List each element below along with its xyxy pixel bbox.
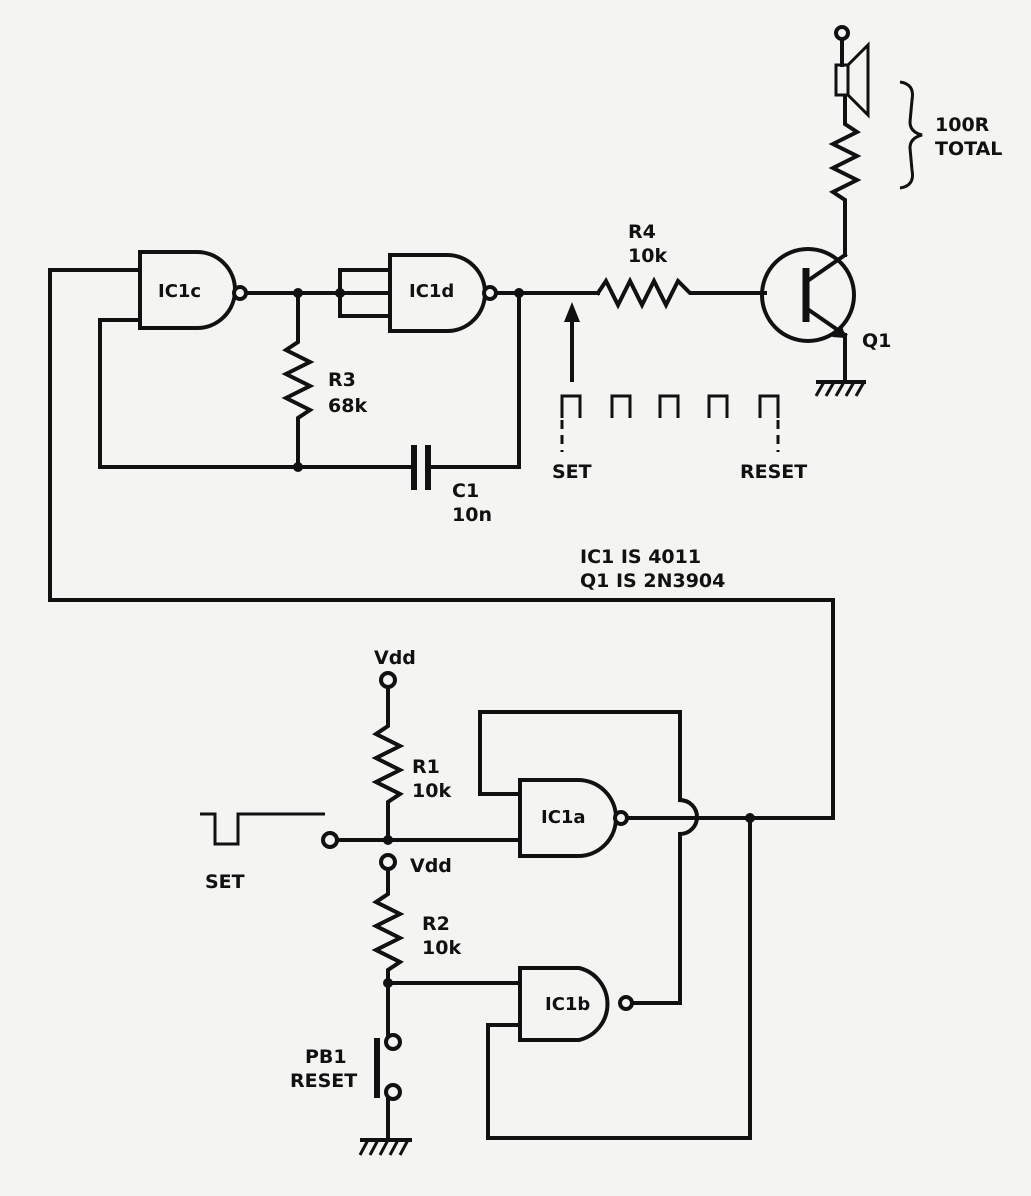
label-r3: R3 (328, 369, 356, 391)
label-vdd-mid: Vdd (410, 855, 452, 877)
wire-ic1d-c1 (430, 291, 521, 469)
label-r2: R2 (422, 913, 450, 935)
gate-ic1b (518, 966, 610, 1042)
emitter-arrow-icon (832, 326, 846, 338)
wire-ic1c-input-c1 (98, 318, 412, 469)
arrow-head-icon (564, 302, 580, 322)
set-terminal[interactable] (321, 831, 339, 849)
label-vdd-top: Vdd (374, 647, 416, 669)
ground-icon (814, 380, 866, 397)
label-total: TOTAL (935, 138, 1002, 160)
vdd-terminal-top (379, 671, 397, 689)
transistor-q1 (760, 247, 856, 343)
wire-feedback-loop (48, 268, 835, 820)
value-r2: 10k (422, 937, 461, 959)
label-ic1a: IC1a (541, 807, 586, 828)
wire-output-ic1b (486, 816, 752, 1140)
set-pulse-waveform (200, 812, 325, 846)
value-r1: 10k (412, 780, 451, 802)
transistor-collector (803, 252, 848, 285)
label-c1: C1 (452, 480, 479, 502)
wire-ic1a-feedback (478, 710, 682, 802)
speaker-cone-icon (846, 41, 870, 119)
label-set-input: SET (205, 871, 245, 893)
vdd-terminal-mid (379, 853, 397, 871)
resistor-r2 (371, 867, 405, 985)
resistor-r1 (371, 685, 405, 842)
pb1-contact-bottom (384, 1083, 402, 1101)
resistor-r4 (595, 276, 767, 310)
ground-icon (358, 1138, 412, 1156)
label-ic1b: IC1b (545, 994, 590, 1015)
junction (383, 835, 393, 845)
value-r3: 68k (328, 395, 367, 417)
speaker-terminal (834, 25, 850, 41)
waveform-pulse-train (560, 394, 780, 418)
note-ic1: IC1 IS 4011 (580, 546, 701, 568)
wire-r3 (281, 291, 315, 469)
label-pb1-reset: RESET (290, 1070, 357, 1092)
value-c1: 10n (452, 504, 492, 526)
speaker-icon (834, 63, 850, 97)
waveform-reset-label: RESET (740, 461, 807, 483)
label-r4: R4 (628, 221, 656, 243)
note-q1: Q1 IS 2N3904 (580, 570, 725, 592)
label-100r: 100R (935, 114, 990, 136)
label-ic1d: IC1d (409, 281, 454, 302)
waveform-set-label: SET (552, 461, 592, 483)
wire-collector-load (828, 93, 862, 257)
label-ic1c: IC1c (158, 281, 201, 302)
label-q1: Q1 (862, 330, 891, 352)
pb1-contact-top (384, 1033, 402, 1051)
wire-crossover (631, 797, 699, 1005)
wire-ic1d-tied-inputs (338, 268, 392, 318)
brace-100r (899, 80, 923, 190)
label-r1: R1 (412, 756, 440, 778)
value-r4: 10k (628, 245, 667, 267)
label-pb1: PB1 (305, 1046, 347, 1068)
bubble-ic1b (618, 995, 634, 1011)
junction (293, 462, 303, 472)
